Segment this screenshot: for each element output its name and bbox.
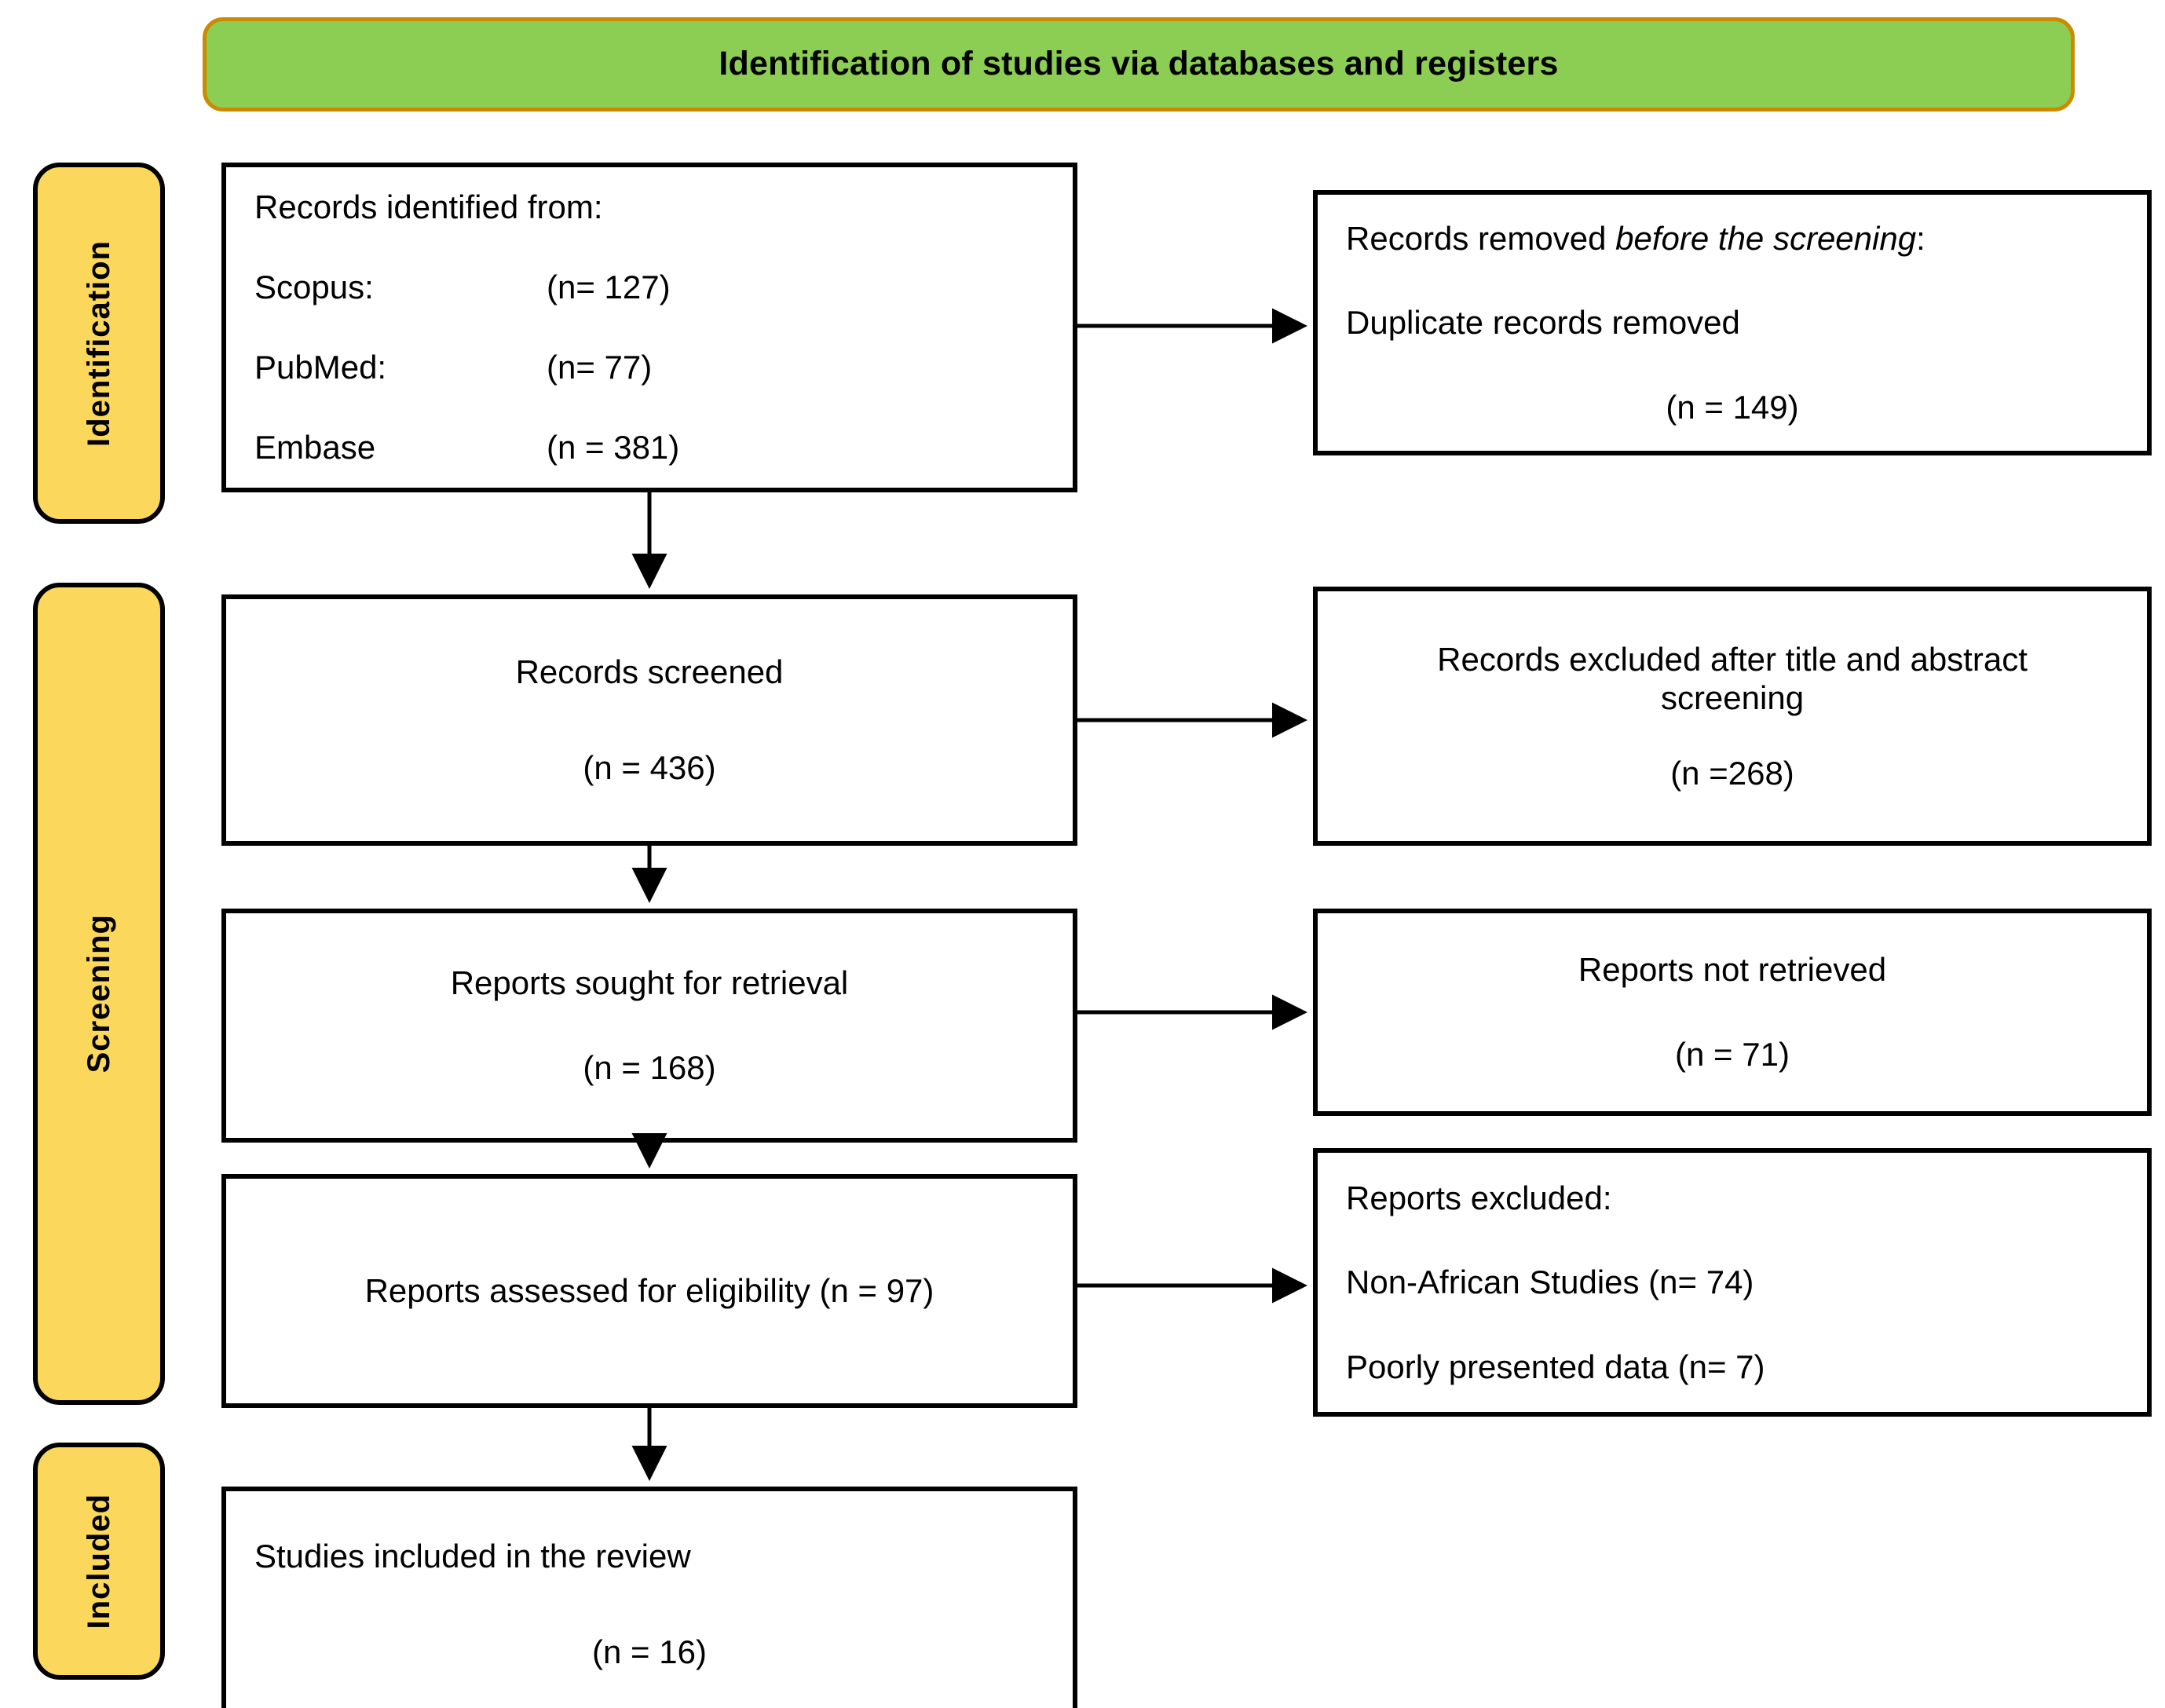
box-records-excluded-screening: Records excluded after title and abstrac…: [1313, 587, 2152, 846]
spacer: [254, 1003, 1044, 1048]
box-records-screened: Records screened (n = 436): [221, 594, 1077, 846]
records-removed-heading-suffix: :: [1916, 219, 1925, 257]
diagram-title: Identification of studies via databases …: [719, 45, 1559, 83]
reports-sought-label: Reports sought for retrieval: [450, 964, 849, 1002]
reports-excluded-reason-poor-data: Poorly presented data (n= 7): [1346, 1348, 1765, 1385]
records-removed-heading: Records removed before the screening:: [1346, 219, 2119, 258]
box-studies-included: Studies included in the review (n = 16): [221, 1487, 1077, 1708]
spacer: [1346, 258, 2119, 303]
source-name-pubmed: PubMed:: [254, 349, 387, 386]
spacer: [254, 692, 1044, 748]
spacer: [254, 227, 1044, 269]
records-excluded-screening-line1: Records excluded after title and abstrac…: [1437, 640, 2028, 678]
stage-label-included-text: Included: [81, 1493, 116, 1629]
reports-excluded-reason-non-african: Non-African Studies (n= 74): [1346, 1264, 1754, 1301]
box-records-identified: Records identified from: Scopus: (n= 127…: [221, 163, 1077, 492]
stage-label-identification-text: Identification: [81, 240, 116, 447]
spacer: [1346, 1302, 2119, 1348]
diagram-header-banner: Identification of studies via databases …: [203, 17, 2075, 112]
source-name-embase: Embase: [254, 429, 376, 466]
stage-label-screening: Screening: [33, 583, 165, 1405]
records-screened-count: (n = 436): [583, 749, 716, 786]
source-row-scopus: Scopus: (n= 127): [254, 268, 1044, 307]
stage-label-screening-text: Screening: [81, 914, 116, 1073]
spacer: [254, 307, 1044, 349]
box-reports-assessed: Reports assessed for eligibility (n = 97…: [221, 1174, 1077, 1408]
source-count-pubmed: (n= 77): [547, 349, 653, 386]
reports-sought-count: (n = 168): [583, 1049, 716, 1086]
records-removed-heading-prefix: Records removed: [1346, 219, 1616, 257]
spacer: [254, 387, 1044, 429]
records-identified-heading: Records identified from:: [254, 188, 603, 225]
spacer: [1346, 989, 2119, 1035]
source-count-embase: (n = 381): [547, 429, 680, 466]
box-reports-sought: Reports sought for retrieval (n = 168): [221, 909, 1077, 1143]
duplicate-records-removed-label: Duplicate records removed: [1346, 304, 1740, 342]
reports-excluded-heading: Reports excluded:: [1346, 1179, 1612, 1216]
spacer: [1346, 718, 2119, 754]
source-name-scopus: Scopus:: [254, 269, 374, 306]
box-reports-excluded: Reports excluded: Non-African Studies (n…: [1313, 1148, 2152, 1417]
studies-included-label: Studies included in the review: [254, 1538, 691, 1575]
stage-label-included: Included: [33, 1443, 165, 1680]
records-removed-heading-italic: before the screening: [1615, 219, 1917, 257]
spacer: [1346, 1217, 2119, 1263]
spacer: [1346, 342, 2119, 388]
records-excluded-screening-line2: screening: [1660, 679, 1805, 717]
records-screened-label: Records screened: [515, 653, 784, 691]
reports-not-retrieved-count: (n = 71): [1675, 1036, 1790, 1073]
source-count-scopus: (n= 127): [547, 269, 671, 306]
spacer: [254, 1576, 1044, 1633]
studies-included-count: (n = 16): [592, 1633, 707, 1670]
box-records-removed: Records removed before the screening: Du…: [1313, 190, 2152, 455]
box-reports-not-retrieved: Reports not retrieved (n = 71): [1313, 909, 2152, 1116]
reports-assessed-label: Reports assessed for eligibility (n = 97…: [364, 1272, 934, 1310]
reports-not-retrieved-label: Reports not retrieved: [1578, 951, 1887, 989]
source-row-pubmed: PubMed: (n= 77): [254, 348, 1044, 387]
records-excluded-screening-count: (n =268): [1670, 754, 1794, 792]
duplicate-records-removed-count: (n = 149): [1666, 388, 1799, 426]
stage-label-identification: Identification: [33, 163, 165, 524]
source-row-embase: Embase (n = 381): [254, 428, 1044, 467]
